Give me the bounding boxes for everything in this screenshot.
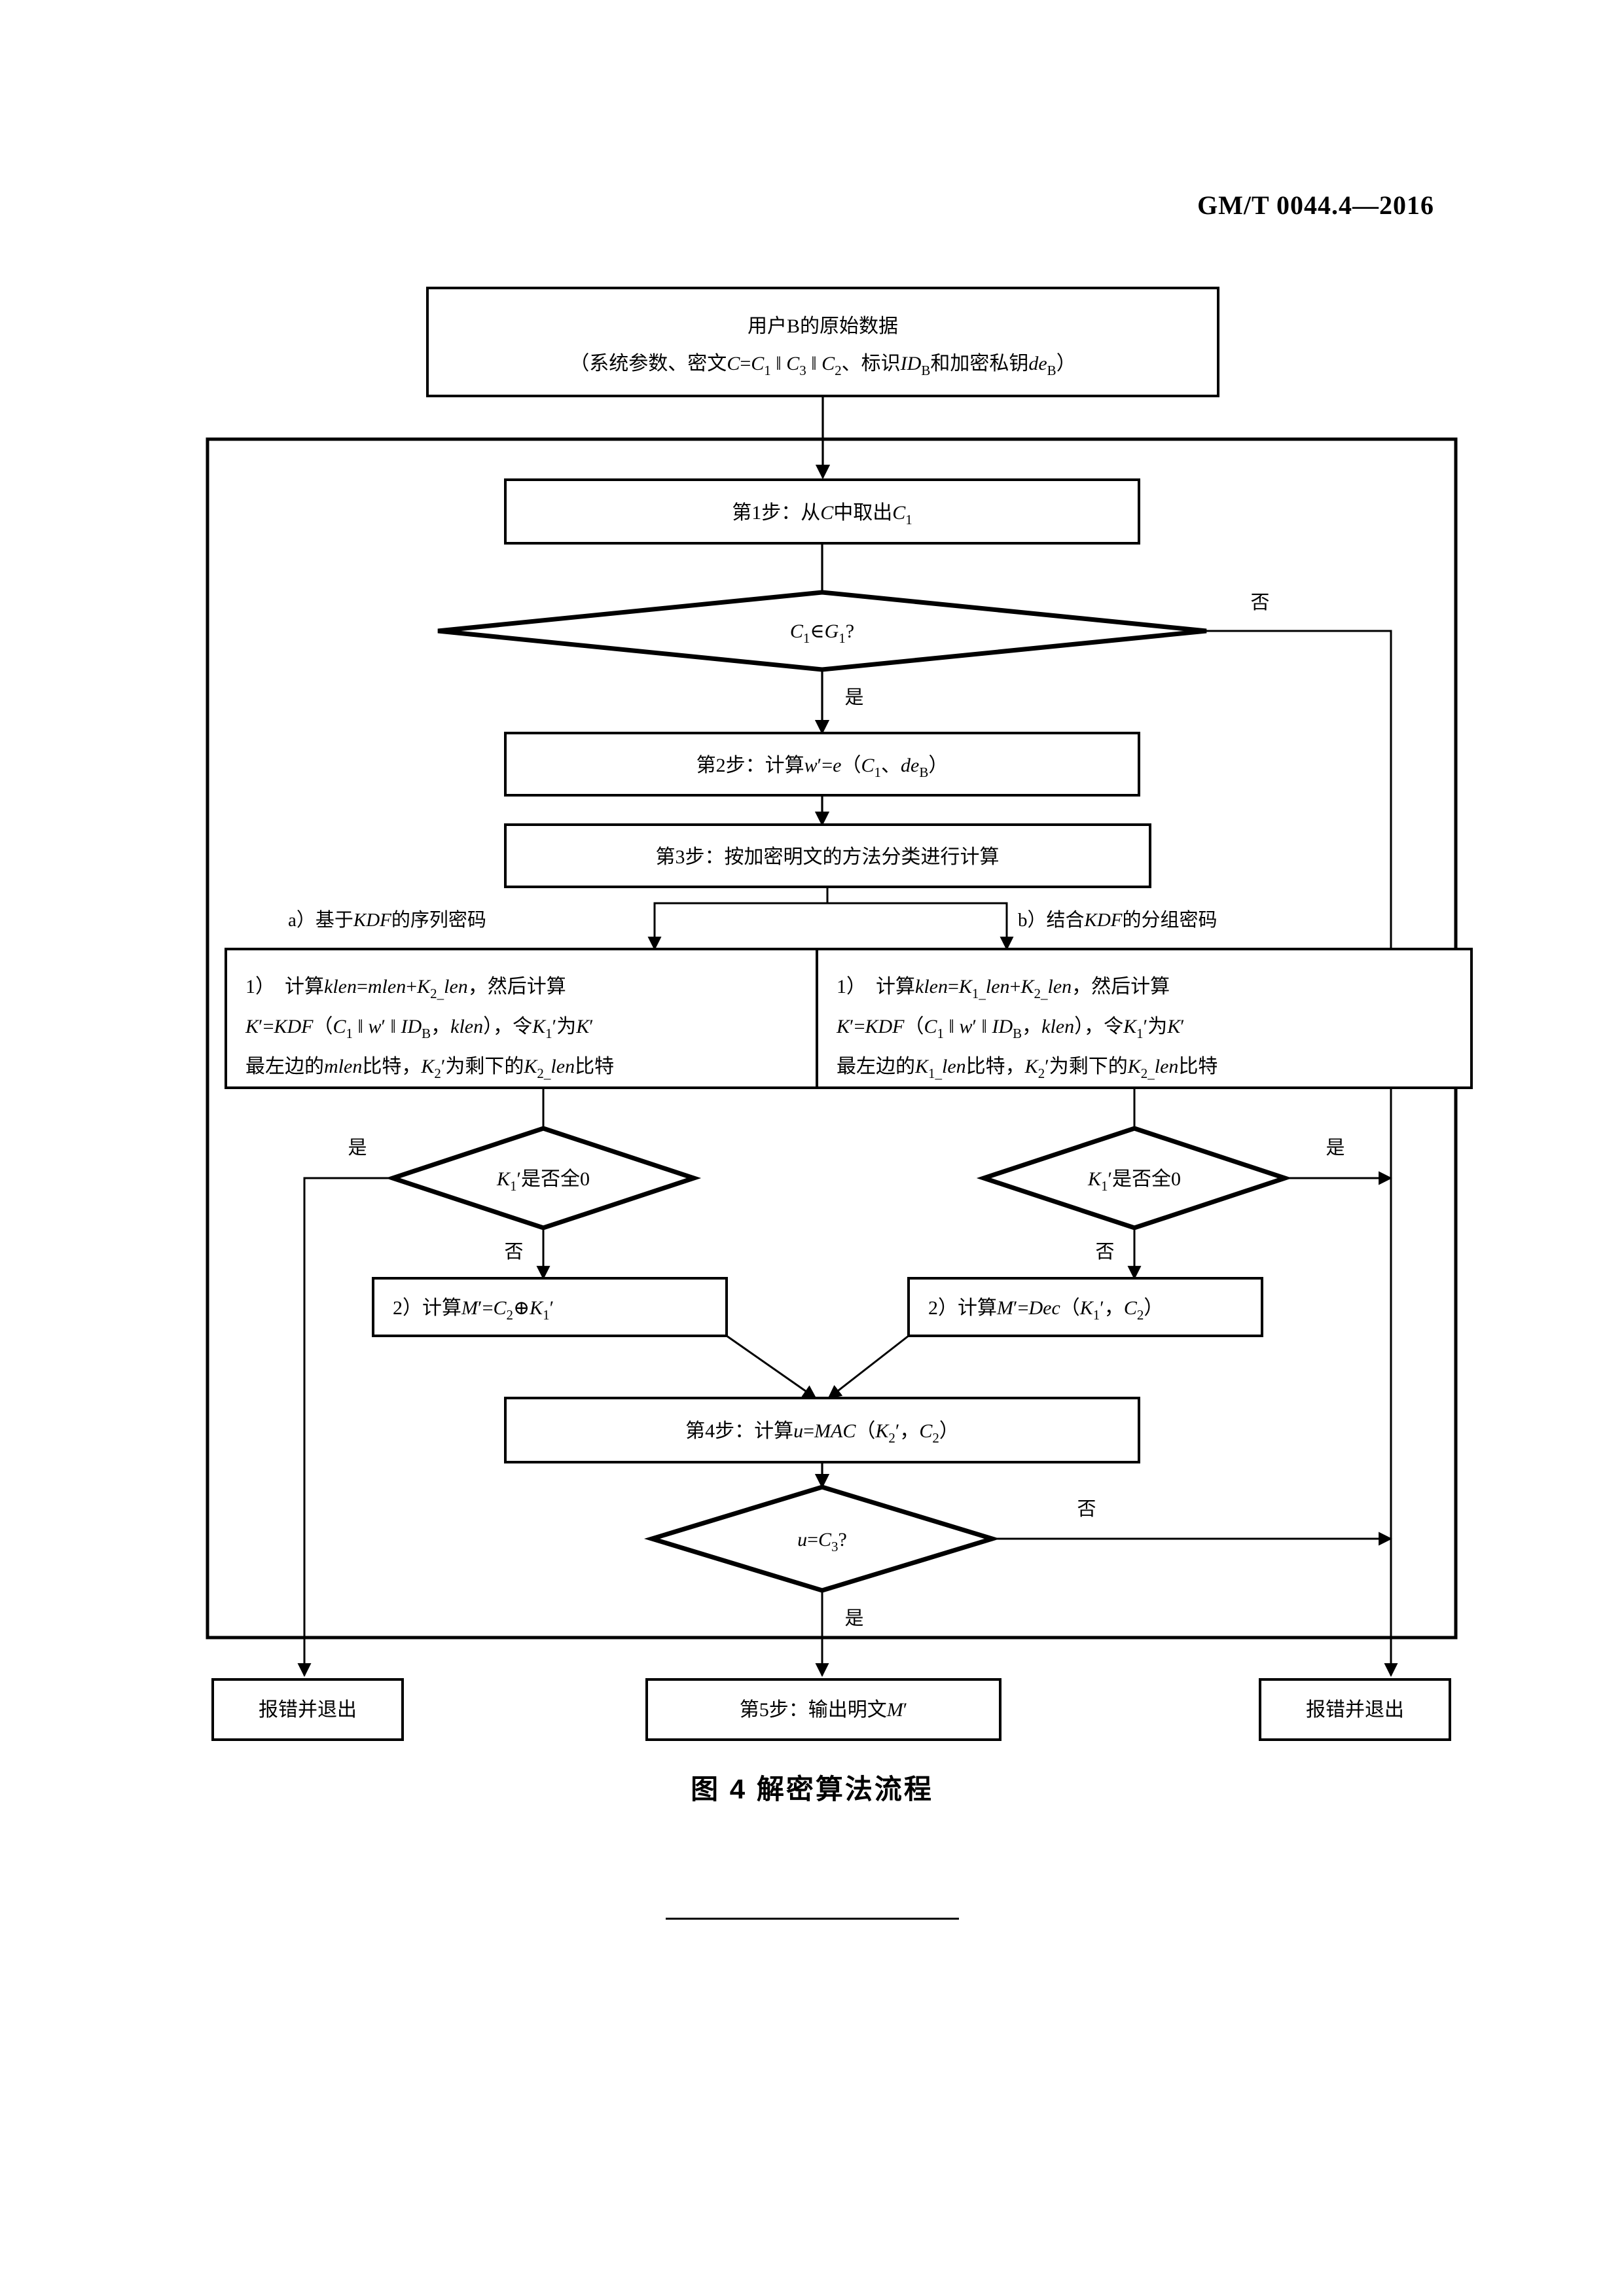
edge-step3-to-branch-b bbox=[826, 887, 1014, 951]
node-step3-text: 第3步：按加密明文的方法分类进行计算 bbox=[656, 846, 1000, 868]
node-step1-text: 第1步：从C中取出C1 bbox=[732, 502, 912, 528]
node-box-b1 bbox=[816, 948, 1473, 1089]
node-box-a2-text: 2）计算M′=C2⊕K1′ bbox=[393, 1297, 554, 1323]
node-step4-text: 第4步：计算u=MAC（K2′，C2） bbox=[685, 1420, 959, 1446]
edge-label-decision-b-no: 否 bbox=[1095, 1242, 1114, 1263]
node-step1-box bbox=[504, 478, 1140, 545]
edge-label-decision-a-yes: 是 bbox=[348, 1138, 367, 1158]
node-error-right-box bbox=[1259, 1678, 1451, 1741]
node-input-box bbox=[426, 287, 1219, 397]
standard-number-header: GM/T 0044.4—2016 bbox=[1197, 190, 1434, 220]
node-box-a1-line2: K′=KDF（C1 ‖ w′ ‖ IDB，klen），令K1′为K′ bbox=[245, 1016, 594, 1041]
node-step4-box bbox=[504, 1397, 1140, 1463]
footer-divider-rule bbox=[666, 1918, 959, 1920]
node-step5-box bbox=[645, 1678, 1001, 1741]
edge-label-decision1-no: 否 bbox=[1250, 592, 1269, 613]
node-input-line1: 用户B的原始数据 bbox=[748, 315, 898, 337]
edge-label-decision-a-no: 否 bbox=[504, 1242, 523, 1263]
edge-b2-to-step4 bbox=[827, 1335, 909, 1399]
node-decision-a-text: K1′是否全0 bbox=[496, 1168, 590, 1194]
decryption-algorithm-flowchart: 用户B的原始数据 （系统参数、密文C=C1 ‖ C3 ‖ C2、标识IDB和加密… bbox=[206, 287, 1473, 1741]
node-box-b2 bbox=[907, 1277, 1263, 1337]
edge-label-decision2-no: 否 bbox=[1077, 1499, 1096, 1520]
node-step3-box bbox=[504, 823, 1151, 888]
edge-step3-to-branch-a bbox=[647, 887, 829, 951]
node-box-b1-line2: K′=KDF（C1 ‖ w′ ‖ IDB，klen），令K1′为K′ bbox=[836, 1016, 1185, 1041]
edge-a2-to-step4 bbox=[726, 1335, 817, 1399]
figure-caption: 图 4 解密算法流程 bbox=[691, 1774, 933, 1804]
node-step2-text: 第2步：计算w′=e（C1、deB） bbox=[696, 755, 948, 780]
node-box-a2 bbox=[372, 1277, 728, 1337]
node-step5-text: 第5步：输出明文M′ bbox=[740, 1699, 908, 1721]
node-decision2-text: u=C3? bbox=[797, 1529, 847, 1554]
node-box-a1-line3: 最左边的mlen比特，K2′为剩下的K2_len比特 bbox=[245, 1056, 614, 1081]
node-box-a1 bbox=[225, 948, 882, 1089]
node-box-b1-line1: 1） 计算klen=K1_len+K2_len，然后计算 bbox=[837, 976, 1170, 1001]
node-error-left-text: 报错并退出 bbox=[259, 1699, 357, 1721]
branch-b-label: b）结合KDF的分组密码 bbox=[1018, 909, 1218, 931]
edge-decision-a-yes bbox=[297, 1177, 393, 1677]
edge-decision1-no bbox=[1206, 630, 1398, 1677]
node-box-a1-line1: 1） 计算klen=mlen+K2_len，然后计算 bbox=[245, 976, 566, 1001]
node-error-left-box bbox=[211, 1678, 404, 1741]
edge-label-decision2-yes: 是 bbox=[844, 1608, 863, 1629]
node-box-b2-text: 2）计算M′=Dec（K1′，C2） bbox=[928, 1297, 1163, 1323]
node-input-line2: （系统参数、密文C=C1 ‖ C3 ‖ C2、标识IDB和加密私钥deB） bbox=[569, 353, 1075, 378]
node-decision1-text: C1∈G1? bbox=[790, 620, 854, 646]
edge-label-decision1-yes: 是 bbox=[844, 687, 863, 708]
node-box-b1-line3: 最左边的K1_len比特，K2′为剩下的K2_len比特 bbox=[837, 1056, 1218, 1081]
edge-label-decision-b-yes: 是 bbox=[1326, 1138, 1344, 1158]
node-error-right-text: 报错并退出 bbox=[1306, 1699, 1404, 1721]
branch-a-label: a）基于KDF的序列密码 bbox=[288, 909, 486, 931]
node-decision-b-text: K1′是否全0 bbox=[1087, 1168, 1181, 1194]
